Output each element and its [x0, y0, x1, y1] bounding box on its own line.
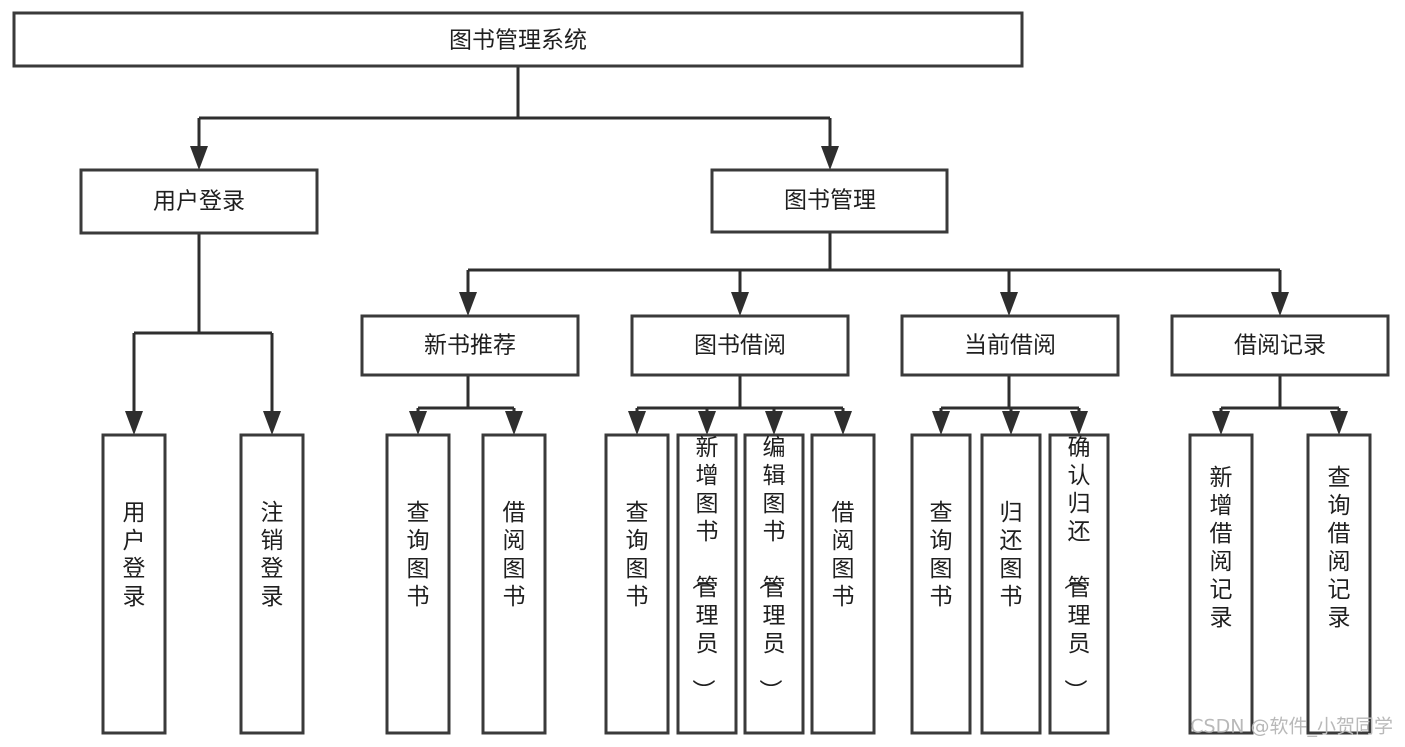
- leaf-user-login-0-label: 用户登录: [123, 500, 146, 610]
- leaf-book-borrow-2-label: 编辑图书（管理员）: [757, 435, 786, 702]
- node-root-label: 图书管理系统: [449, 28, 587, 54]
- leaf-current-borrow-2-box[interactable]: [1048, 433, 1110, 735]
- node-user-login-box[interactable]: [79, 168, 319, 235]
- arrow-head-leaf-newbook-1: [505, 411, 523, 435]
- csdn-watermark: CSDN @软件_小贺同学: [1190, 716, 1393, 738]
- node-book-borrow-box[interactable]: [630, 314, 850, 377]
- arrow-head-leaf-current-2: [1070, 411, 1088, 435]
- node-current-borrow-box[interactable]: [900, 314, 1120, 377]
- leaf-new-book-recommend-0[interactable]: 查询图书: [385, 433, 451, 735]
- arrow-head-record: [1271, 292, 1289, 316]
- leaf-user-login-0[interactable]: 用户登录: [101, 433, 167, 735]
- leaf-borrow-record-1[interactable]: 查询借阅记录: [1306, 433, 1372, 735]
- leaf-borrow-record-1-box[interactable]: [1306, 433, 1372, 735]
- leaf-book-borrow-3-label: 借阅图书: [832, 500, 855, 610]
- node-book-management[interactable]: 图书管理: [710, 168, 949, 234]
- node-user-login-label: 用户登录: [153, 189, 245, 215]
- leaf-current-borrow-1[interactable]: 归还图书: [980, 433, 1042, 735]
- leaf-current-borrow-2[interactable]: 确认归还（管理员）: [1048, 433, 1110, 735]
- arrow-head-leaf-newbook-0: [409, 411, 427, 435]
- arrow-head-leaf-current-0: [932, 411, 950, 435]
- node-borrow-record-label: 借阅记录: [1234, 333, 1326, 359]
- leaf-book-borrow-0-box[interactable]: [604, 433, 670, 735]
- arrow-head-leaf-borrow-2: [765, 411, 783, 435]
- leaf-user-login-1[interactable]: 注销登录: [239, 433, 305, 735]
- node-new-book-recommend-box[interactable]: [360, 314, 580, 377]
- leaf-current-borrow-1-box[interactable]: [980, 433, 1042, 735]
- leaf-current-borrow-0-box[interactable]: [910, 433, 972, 735]
- leaf-user-login-1-box[interactable]: [239, 433, 305, 735]
- leaf-book-borrow-2[interactable]: 编辑图书（管理员）: [743, 433, 805, 735]
- arrow-head-leaf-record-0: [1212, 411, 1230, 435]
- connector-layer: [125, 66, 1348, 435]
- leaf-book-borrow-3-box[interactable]: [810, 433, 876, 735]
- node-book-management-label: 图书管理: [784, 188, 876, 214]
- node-root[interactable]: 图书管理系统: [12, 11, 1024, 68]
- leaf-book-borrow-2-box[interactable]: [743, 433, 805, 735]
- node-borrow-record-box[interactable]: [1170, 314, 1390, 377]
- leaf-borrow-record-0[interactable]: 新增借阅记录: [1188, 433, 1254, 735]
- leaf-user-login-1-label: 注销登录: [261, 500, 284, 610]
- leaf-new-book-recommend-0-label: 查询图书: [407, 500, 430, 610]
- leaf-current-borrow-0-label: 查询图书: [930, 500, 953, 610]
- node-current-borrow-label: 当前借阅: [964, 333, 1056, 359]
- leaf-book-borrow-1-box[interactable]: [676, 433, 738, 735]
- leaf-borrow-record-0-box[interactable]: [1188, 433, 1254, 735]
- node-new-book-recommend-label: 新书推荐: [424, 333, 516, 359]
- arrow-head-leaf-userlogin-1: [263, 411, 281, 435]
- leaf-current-borrow-0[interactable]: 查询图书: [910, 433, 972, 735]
- node-root-box[interactable]: [12, 11, 1024, 68]
- leaf-new-book-recommend-1-box[interactable]: [481, 433, 547, 735]
- arrow-head-current: [1000, 292, 1018, 316]
- node-book-borrow-label: 图书借阅: [694, 333, 786, 359]
- arrow-head-user-login: [190, 146, 208, 170]
- node-layer: 图书管理系统 用户登录 图书管理 新书推荐 图书借阅 当前: [12, 11, 1390, 735]
- arrow-head-leaf-record-1: [1330, 411, 1348, 435]
- arrow-head-leaf-borrow-1: [698, 411, 716, 435]
- leaf-new-book-recommend-0-box[interactable]: [385, 433, 451, 735]
- node-new-book-recommend[interactable]: 新书推荐: [360, 314, 580, 377]
- arrow-head-leaf-borrow-3: [834, 411, 852, 435]
- leaf-borrow-record-0-label: 新增借阅记录: [1210, 465, 1233, 631]
- leaf-new-book-recommend-1-label: 借阅图书: [503, 500, 526, 610]
- arrow-head-newbook: [459, 292, 477, 316]
- node-book-borrow[interactable]: 图书借阅: [630, 314, 850, 377]
- node-borrow-record[interactable]: 借阅记录: [1170, 314, 1390, 377]
- arrow-head-borrow: [731, 292, 749, 316]
- leaf-book-borrow-0-label: 查询图书: [626, 500, 649, 610]
- leaf-borrow-record-1-label: 查询借阅记录: [1328, 465, 1351, 631]
- leaf-current-borrow-1-label: 归还图书: [1000, 500, 1023, 610]
- arrow-head-book-mgmt: [821, 146, 839, 170]
- node-current-borrow[interactable]: 当前借阅: [900, 314, 1120, 377]
- node-user-login[interactable]: 用户登录: [79, 168, 319, 235]
- leaf-book-borrow-3[interactable]: 借阅图书: [810, 433, 876, 735]
- arrow-head-leaf-userlogin-0: [125, 411, 143, 435]
- arrow-head-leaf-borrow-0: [628, 411, 646, 435]
- node-book-management-box[interactable]: [710, 168, 949, 234]
- arrow-head-leaf-current-1: [1002, 411, 1020, 435]
- leaf-book-borrow-1-label: 新增图书（管理员）: [690, 435, 719, 702]
- leaf-book-borrow-1[interactable]: 新增图书（管理员）: [676, 433, 738, 735]
- leaf-new-book-recommend-1[interactable]: 借阅图书: [481, 433, 547, 735]
- leaf-user-login-0-box[interactable]: [101, 433, 167, 735]
- leaf-current-borrow-2-label: 确认归还（管理员）: [1062, 435, 1091, 702]
- leaf-book-borrow-0[interactable]: 查询图书: [604, 433, 670, 735]
